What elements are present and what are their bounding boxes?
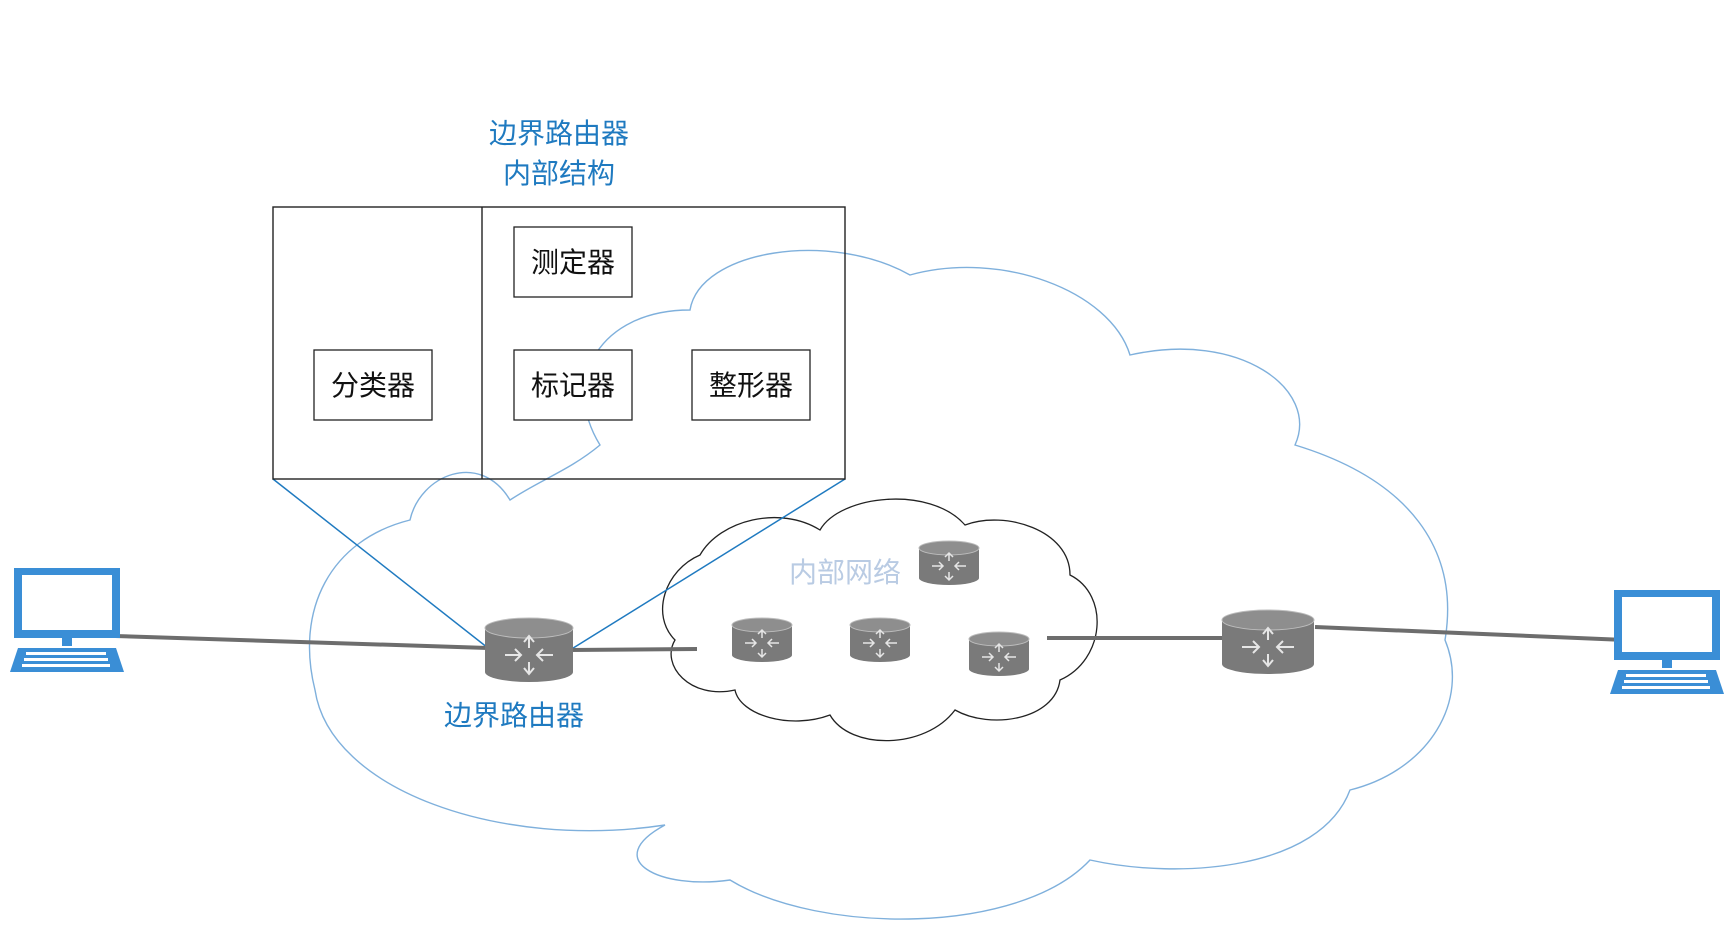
router-icon	[968, 631, 1030, 676]
desktop-computer-icon	[1610, 590, 1724, 694]
link-right-router-to-host	[1314, 625, 1674, 644]
router-icon	[1221, 609, 1315, 674]
link-left-host-to-edge-router	[114, 634, 489, 650]
router-icon	[849, 617, 911, 662]
inset-title-line2: 内部结构	[503, 157, 615, 190]
shaper-box	[691, 349, 811, 421]
meter-box	[513, 226, 633, 298]
router-icon	[731, 617, 793, 662]
edge-router-label: 边界路由器	[444, 699, 584, 732]
classifier-label: 分类器	[331, 369, 415, 402]
edge-router-inset-box	[272, 206, 846, 480]
inner-network-cloud	[661, 498, 1098, 742]
link-edge-router-to-inner	[569, 647, 698, 652]
shaper-label: 整形器	[709, 369, 793, 402]
inner-network-label: 内部网络	[789, 556, 901, 589]
outer-network-cloud	[308, 249, 1454, 920]
inset-connector-left	[272, 478, 489, 649]
meter-label: 测定器	[531, 246, 615, 279]
marker-box	[513, 349, 633, 421]
classifier-box	[313, 349, 433, 421]
inset-title-line1: 边界路由器	[489, 117, 629, 150]
desktop-computer-icon	[10, 568, 124, 672]
router-icon	[484, 617, 574, 682]
inset-connector-right	[569, 478, 846, 651]
marker-label: 标记器	[531, 369, 615, 402]
router-icon	[918, 540, 980, 585]
